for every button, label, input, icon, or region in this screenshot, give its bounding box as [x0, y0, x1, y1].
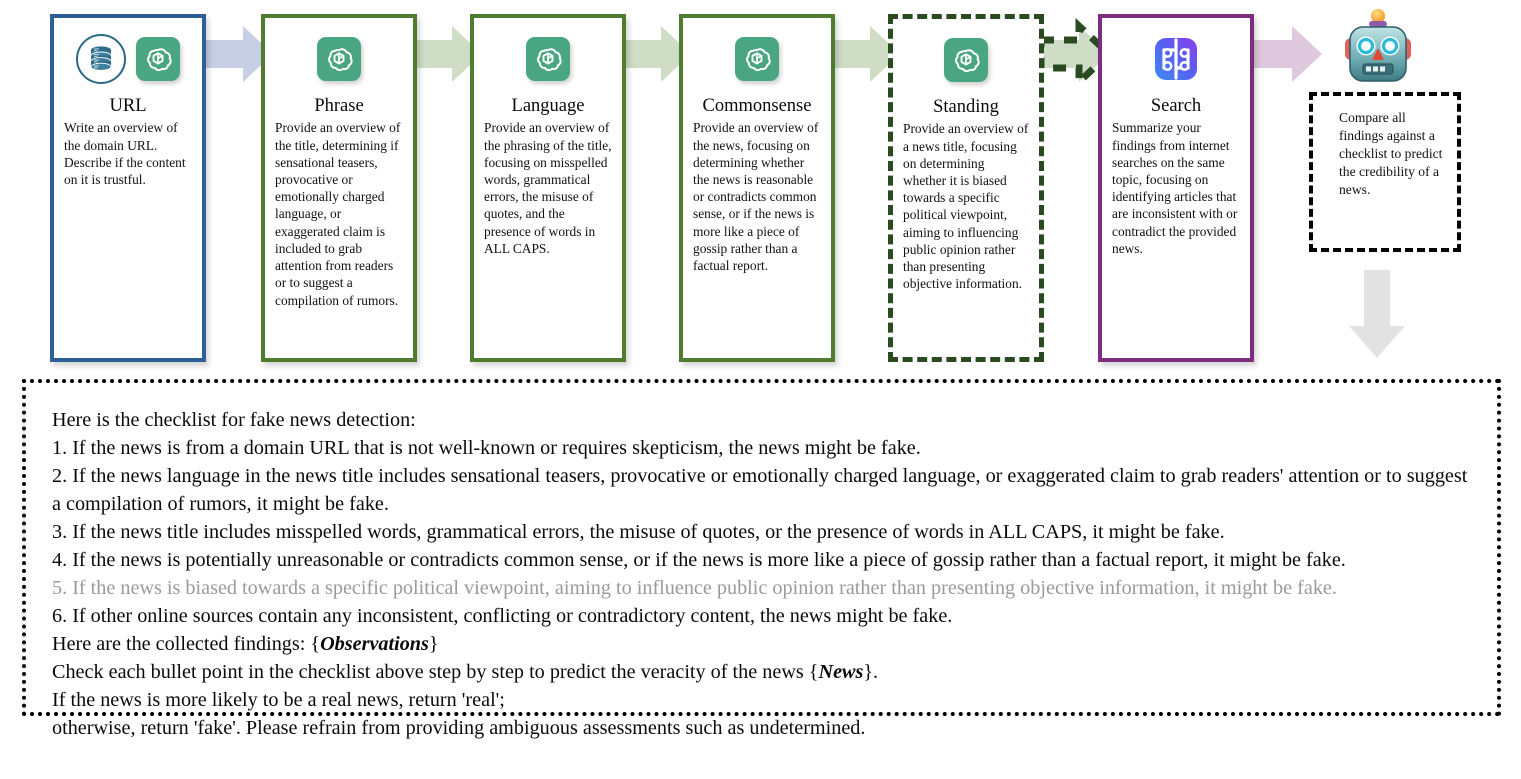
arrow-phrase-to-language	[414, 26, 482, 82]
check-suffix: }.	[863, 660, 879, 683]
real-output-line: If the news is more likely to be a real …	[52, 688, 505, 711]
card-body: Summarize your findings from internet se…	[1112, 120, 1238, 256]
compare-findings-box: Compare all findings against a checklist…	[1309, 92, 1461, 252]
checklist-item-3: 3. If the news title includes misspelled…	[52, 520, 1225, 543]
card-title: Search	[1150, 96, 1202, 116]
card-icon-group	[274, 28, 404, 90]
pipeline-card-standing[interactable]: Standing Provide an overview of a news t…	[888, 14, 1044, 362]
openai-icon	[735, 37, 779, 81]
fake-output-line: otherwise, return 'fake'. Please refrain…	[52, 716, 866, 739]
arrow-commonsense-to-standing	[832, 26, 900, 82]
openai-icon	[317, 37, 361, 81]
checklist-item-4: 4. If the news is potentially unreasonab…	[52, 548, 1346, 571]
card-body: Write an overview of the domain URL. Des…	[64, 120, 186, 187]
arrow-search-to-robot	[1254, 26, 1322, 82]
checklist-item-6: 6. If other online sources contain any i…	[52, 604, 953, 627]
card-icon-group	[1111, 28, 1241, 90]
card-icon-group	[902, 29, 1030, 91]
robot-icon	[1345, 9, 1411, 82]
perplexity-icon	[1154, 37, 1198, 81]
observations-placeholder: Observations	[320, 632, 429, 655]
checklist-item-2: 2. If the news language in the news titl…	[52, 464, 1468, 515]
card-icon-group	[483, 28, 613, 90]
findings-suffix: }	[428, 632, 439, 655]
card-body: Provide an overview of the news, focusin…	[693, 120, 819, 274]
arrow-standing-to-search	[1039, 18, 1111, 90]
card-icon-group	[63, 28, 193, 90]
check-prefix: Check each bullet point in the checklist…	[52, 660, 819, 683]
check-instruction-line: Check each bullet point in the checklist…	[52, 659, 1471, 687]
card-title: Phrase	[314, 96, 364, 116]
checklist-prompt-panel: Here is the checklist for fake news dete…	[22, 379, 1501, 739]
pipeline-card-url[interactable]: URL Write an overview of the domain URL.…	[50, 14, 206, 362]
pipeline-card-language[interactable]: Language Provide an overview of the phra…	[470, 14, 626, 362]
agent-pipeline: URL Write an overview of the domain URL.…	[0, 0, 1521, 372]
down-arrow-icon	[1349, 270, 1405, 358]
card-body: Provide an overview of the phrasing of t…	[484, 120, 612, 256]
card-icon-group	[692, 28, 822, 90]
compare-findings-text: Compare all findings against a checklist…	[1339, 110, 1443, 197]
checklist-heading: Here is the checklist for fake news dete…	[52, 409, 416, 431]
findings-prefix: Here are the collected findings: {	[52, 632, 321, 655]
news-placeholder: News	[818, 660, 864, 683]
checklist-item-5: 5. If the news is biased towards a speci…	[52, 576, 1337, 599]
arrow-language-to-commonsense	[623, 26, 691, 82]
findings-line: Here are the collected findings: {Observ…	[52, 631, 1471, 659]
pipeline-card-search[interactable]: Search Summarize your findings from inte…	[1098, 14, 1254, 362]
card-body: Provide an overview of the title, determ…	[275, 120, 401, 308]
openai-icon	[136, 37, 180, 81]
card-title: Commonsense	[702, 96, 812, 116]
database-icon	[76, 34, 126, 84]
card-body: Provide an overview of a news title, foc…	[903, 121, 1029, 292]
arrow-url-to-phrase	[205, 26, 273, 82]
card-title: Language	[511, 96, 585, 116]
card-title: Standing	[933, 97, 999, 117]
checklist-item-1: 1. If the news is from a domain URL that…	[52, 436, 921, 459]
openai-icon	[526, 37, 570, 81]
pipeline-card-phrase[interactable]: Phrase Provide an overview of the title,…	[261, 14, 417, 362]
card-title: URL	[109, 96, 147, 116]
openai-icon	[944, 38, 988, 82]
pipeline-card-commonsense[interactable]: Commonsense Provide an overview of the n…	[679, 14, 835, 362]
